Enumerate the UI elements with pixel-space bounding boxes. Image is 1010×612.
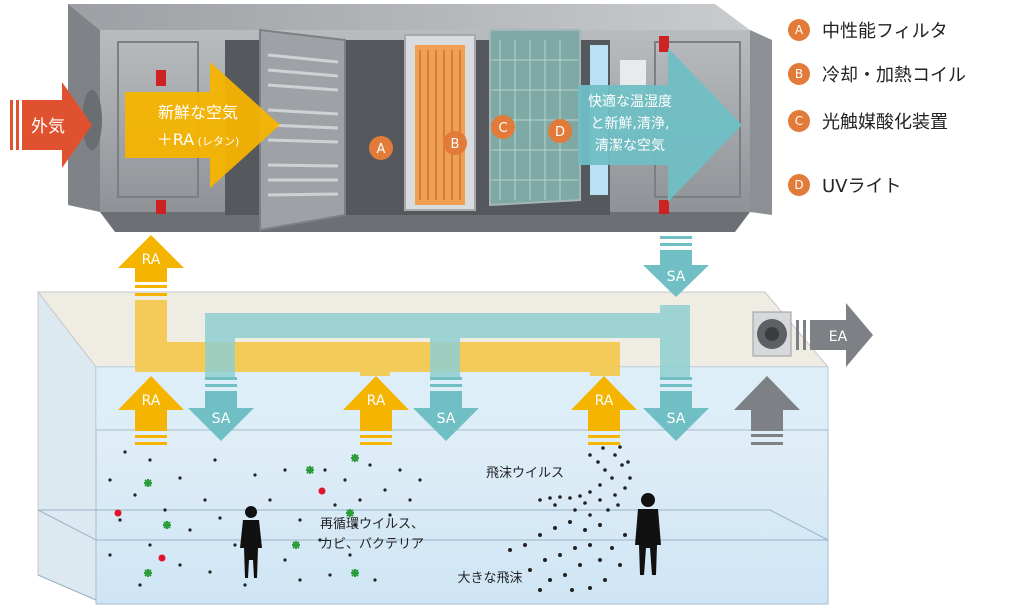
ra-arrow-room-1: RA xyxy=(118,376,184,445)
ra-arrow-room-2: RA xyxy=(343,376,409,445)
outlet-label-line2: と新鮮,清浄, xyxy=(591,116,670,132)
person-woman xyxy=(240,506,262,578)
inlet-label-return: (レタン) xyxy=(194,135,239,148)
cooling-heating-coil xyxy=(404,34,476,211)
svg-text:D: D xyxy=(555,125,565,140)
badge-b: B xyxy=(443,131,467,155)
ra-label: RA xyxy=(367,393,386,409)
badge-d: D xyxy=(548,119,572,143)
latch xyxy=(659,36,669,52)
ea-label: EA xyxy=(829,329,848,345)
recirc-label-line1: 再循環ウイルス、 xyxy=(320,517,424,532)
sa-arrow-top: SA xyxy=(643,236,709,297)
supply-duct-drop xyxy=(430,338,460,380)
recirculated-particles xyxy=(108,450,422,587)
inlet-air-arrow: 新鮮な空気 ＋RA (レタン) xyxy=(125,62,280,188)
exhaust-intake-arrow xyxy=(734,376,800,445)
badge-c: C xyxy=(491,115,515,139)
svg-text:B: B xyxy=(451,137,460,152)
recirc-label-line2: カビ、バクテリア xyxy=(320,537,424,552)
sa-arrow-room-3: SA xyxy=(643,377,709,441)
legend-item-a: A 中性能フィルタ xyxy=(788,17,948,43)
sa-label: SA xyxy=(667,411,686,427)
ea-arrow: EA xyxy=(796,303,873,367)
svg-text:C: C xyxy=(498,121,507,136)
floor-line xyxy=(37,509,829,541)
svg-text:A: A xyxy=(377,142,386,157)
latch xyxy=(156,200,166,214)
component-badges: A B C D xyxy=(369,115,572,160)
large-droplet-label: 大きな飛沫 xyxy=(457,571,522,586)
mold-spores xyxy=(144,454,359,577)
ra-label: RA xyxy=(595,393,614,409)
exhaust-fan xyxy=(752,311,792,357)
unit-right-face xyxy=(750,30,772,215)
legend-label-c: 光触媒酸化装置 xyxy=(822,112,948,133)
latch xyxy=(156,70,166,86)
outlet-air-arrow: 快適な温湿度 と新鮮,清浄, 清潔な空気 xyxy=(578,48,742,202)
red-particles xyxy=(114,487,326,562)
floor-edge xyxy=(37,574,97,601)
droplet-plume xyxy=(538,445,632,517)
outlet-label-line3: 清潔な空気 xyxy=(595,138,665,154)
photocatalyst-grid xyxy=(489,29,581,207)
badge-a: A xyxy=(369,136,393,160)
filter-rack xyxy=(259,28,346,232)
legend-item-b: B 冷却・加熱コイル xyxy=(788,61,966,87)
legend-item-c: C 光触媒酸化装置 xyxy=(788,108,948,134)
person-man xyxy=(635,493,661,575)
legend-label-a: 中性能フィルタ xyxy=(822,21,948,42)
return-duct-drop xyxy=(360,362,390,376)
unit-top-face xyxy=(68,4,750,30)
air-handling-unit xyxy=(68,4,772,232)
legend-badge-b: B xyxy=(788,63,810,85)
inlet-label-ra: ＋RA xyxy=(157,130,194,149)
supply-duct-main xyxy=(205,313,690,380)
ra-arrow-top: RA xyxy=(118,235,184,296)
return-duct xyxy=(135,300,620,376)
inlet-label-line2: ＋RA (レタン) xyxy=(157,130,240,149)
outside-air-label: 外気 xyxy=(31,117,65,137)
ra-label: RA xyxy=(142,393,161,409)
outlet-label-line1: 快適な温湿度 xyxy=(588,93,672,110)
return-duct-drop xyxy=(590,362,620,376)
droplet-virus-label: 飛沫ウイルス xyxy=(486,466,564,481)
supply-duct xyxy=(205,305,690,380)
sa-label: SA xyxy=(437,411,456,427)
legend-item-d: D UVライト xyxy=(788,172,902,198)
large-droplets xyxy=(508,520,627,592)
sa-label: SA xyxy=(212,411,231,427)
ra-arrow-room-3: RA xyxy=(571,376,637,445)
legend-badge-c: C xyxy=(788,110,810,132)
return-duct-main xyxy=(135,342,620,372)
inlet-grille xyxy=(82,90,102,150)
inlet-label-line1: 新鮮な空気 xyxy=(158,103,238,122)
latch xyxy=(659,200,669,214)
supply-duct-drop xyxy=(660,305,690,380)
sa-arrow-room-2: SA xyxy=(413,377,479,441)
legend-badge-a: A xyxy=(788,19,810,41)
sa-arrow-room-1: SA xyxy=(188,377,254,441)
ra-label: RA xyxy=(142,252,161,268)
legend-label-b: 冷却・加熱コイル xyxy=(822,65,966,86)
legend-badge-d: D xyxy=(788,174,810,196)
outside-air-arrow: 外気 xyxy=(10,82,92,168)
sa-label: SA xyxy=(667,269,686,285)
legend-label-d: UVライト xyxy=(822,176,902,197)
